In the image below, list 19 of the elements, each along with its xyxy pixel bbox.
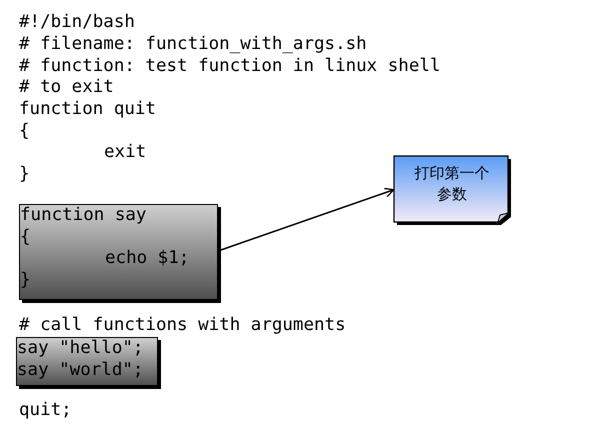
code-line: function say (20, 205, 146, 226)
code-line: exit (104, 142, 146, 163)
highlight-box (16, 337, 158, 386)
code-line: say "world"; (17, 360, 144, 381)
code-line: function quit (19, 99, 156, 120)
note-text: 打印第一个参数 (414, 163, 490, 205)
code-line: # to exit (19, 77, 114, 98)
code-line: quit; (19, 400, 72, 421)
code-line: #!/bin/bash (19, 12, 135, 33)
code-line: } (19, 164, 30, 185)
highlight-box (19, 204, 218, 300)
code-line: } (20, 270, 31, 291)
code-line: { (20, 226, 31, 248)
code-line: { (19, 121, 30, 142)
code-line: echo $1; (105, 248, 190, 270)
code-line: # function: test function in linux shell (19, 56, 440, 77)
code-line: say "hello"; (17, 338, 144, 360)
code-line: # call functions with arguments (19, 315, 346, 336)
code-line: # filename: function_with_args.sh (19, 34, 367, 55)
